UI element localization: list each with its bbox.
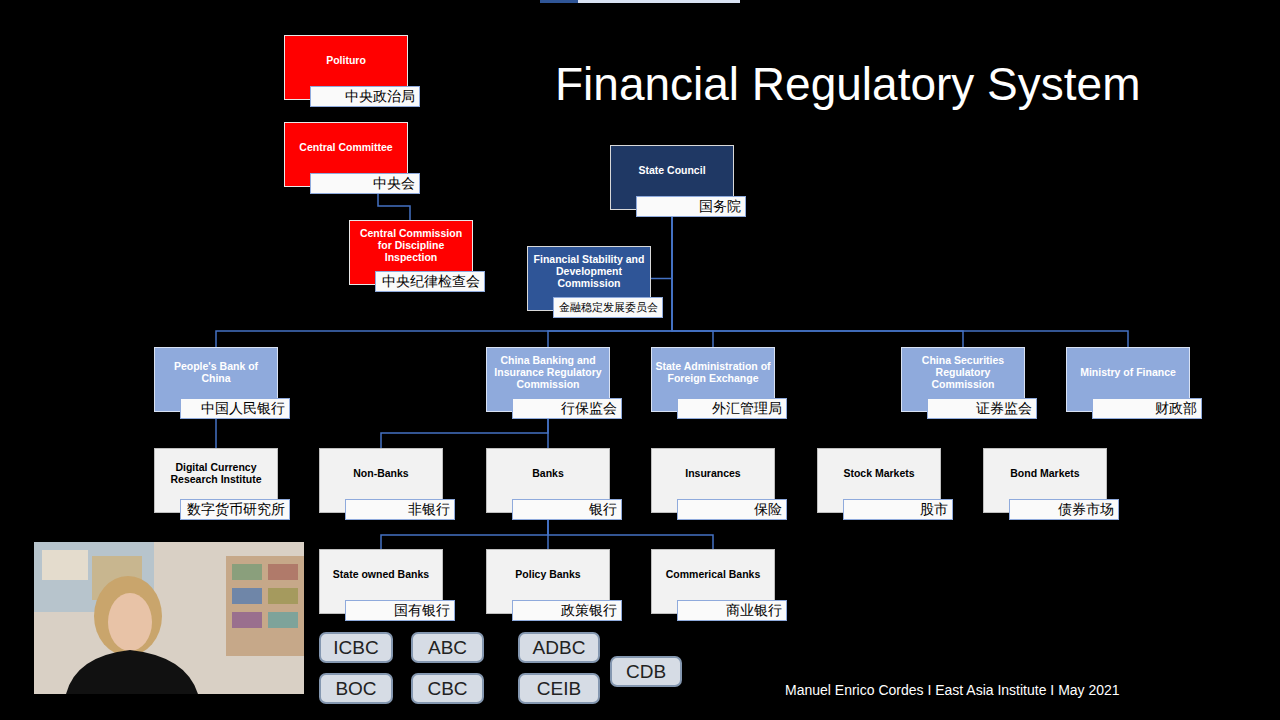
- bank-pill: CDB: [610, 656, 682, 687]
- chinese-name-tab: 国有银行: [345, 600, 455, 621]
- regulator-box: State Administration of Foreign Exchange…: [651, 347, 775, 412]
- box-label: People's Bank of China: [158, 360, 274, 384]
- chinese-name-tab: 国务院: [636, 196, 746, 217]
- box-label: State Administration of Foreign Exchange: [655, 360, 771, 384]
- chinese-name-tab: 中央政治局: [310, 86, 420, 107]
- box-label: Insurances: [685, 467, 740, 479]
- regulator-box: People's Bank of China中国人民银行: [154, 347, 278, 412]
- party-organ-box: Central Committee中央会: [284, 122, 408, 187]
- top-bar: [578, 0, 740, 3]
- bank-abbreviation: BOC: [335, 678, 376, 700]
- bank-pill: CEIB: [518, 673, 600, 704]
- chinese-name-tab: 股市: [843, 499, 953, 520]
- bank-pill: ICBC: [319, 632, 393, 663]
- bank-abbreviation: CEIB: [537, 678, 581, 700]
- sector-box: Digital Currency Research Institute数字货币研…: [154, 448, 278, 513]
- chinese-name-tab: 证券监会: [927, 398, 1037, 419]
- chinese-name-tab: 金融稳定发展委员会: [553, 297, 663, 318]
- chinese-name-tab: 中央会: [310, 173, 420, 194]
- banknote-wall: [226, 556, 304, 656]
- sector-box: Banks银行: [486, 448, 610, 513]
- bank-abbreviation: CDB: [626, 661, 666, 683]
- box-label: Ministry of Finance: [1080, 366, 1176, 378]
- sector-box: State owned Banks国有银行: [319, 549, 443, 614]
- author-caption: Manuel Enrico Cordes I East Asia Institu…: [785, 682, 1120, 699]
- chinese-name-tab: 债券市场: [1009, 499, 1119, 520]
- chinese-name-tab: 中央纪律检查会: [375, 271, 485, 292]
- box-label: State owned Banks: [333, 568, 429, 580]
- banknote: [232, 564, 262, 580]
- box-label: Polituro: [326, 54, 366, 66]
- webcam-background: [34, 542, 304, 694]
- sector-box: Non-Banks非银行: [319, 448, 443, 513]
- box-label: China Securities Regulatory Commission: [905, 354, 1021, 390]
- party-organ-box: Central Commission for Discipline Inspec…: [349, 220, 473, 285]
- box-label: Central Committee: [299, 141, 392, 153]
- party-organ-box: Polituro中央政治局: [284, 35, 408, 100]
- box-label: Central Commission for Discipline Inspec…: [353, 227, 469, 263]
- box-label: Bond Markets: [1010, 467, 1079, 479]
- box-label: Banks: [532, 467, 564, 479]
- chinese-name-tab: 中国人民银行: [180, 398, 290, 419]
- bank-pill: BOC: [319, 673, 393, 704]
- sector-box: Bond Markets债券市场: [983, 448, 1107, 513]
- connector-line: [672, 210, 1128, 347]
- banknote: [268, 588, 298, 604]
- sector-box: Policy Banks政策银行: [486, 549, 610, 614]
- webcam-inset: [34, 542, 304, 694]
- slide-title: Financial Regulatory System: [555, 57, 1140, 111]
- regulator-box: Ministry of Finance财政部: [1066, 347, 1190, 412]
- banknote: [232, 612, 262, 628]
- bank-abbreviation: CBC: [427, 678, 467, 700]
- chinese-name-tab: 银行: [512, 499, 622, 520]
- person-hair: [94, 576, 162, 656]
- chinese-name-tab: 商业银行: [677, 600, 787, 621]
- box-label: Financial Stability and Development Comm…: [531, 253, 647, 289]
- sector-box: Insurances保险: [651, 448, 775, 513]
- top-bar: [540, 0, 578, 3]
- bank-pill: ABC: [411, 632, 484, 663]
- chinese-name-tab: 政策银行: [512, 600, 622, 621]
- wall-map: [42, 550, 88, 580]
- state-council-box: State Council国务院: [610, 145, 734, 210]
- chinese-name-tab: 数字货币研究所: [180, 499, 290, 520]
- box-label: Policy Banks: [515, 568, 580, 580]
- regulator-box: China Banking and Insurance Regulatory C…: [486, 347, 610, 412]
- bank-abbreviation: ABC: [428, 637, 467, 659]
- chinese-name-tab: 外汇管理局: [677, 398, 787, 419]
- connector-group: [216, 187, 1128, 549]
- bank-abbreviation: ADBC: [533, 637, 586, 659]
- person-face: [108, 593, 152, 651]
- box-label: Commerical Banks: [666, 568, 761, 580]
- banknote: [268, 564, 298, 580]
- connector-line: [216, 210, 672, 347]
- connector-line: [672, 210, 963, 347]
- connector-line: [651, 210, 672, 279]
- chinese-name-tab: 行保监会: [512, 398, 622, 419]
- chinese-name-tab: 非银行: [345, 499, 455, 520]
- bank-abbreviation: ICBC: [333, 637, 378, 659]
- box-label: Non-Banks: [353, 467, 408, 479]
- banknote: [232, 588, 262, 604]
- bank-pill: CBC: [411, 673, 484, 704]
- sector-box: Stock Markets股市: [817, 448, 941, 513]
- commission-box: Financial Stability and Development Comm…: [527, 246, 651, 311]
- box-label: Stock Markets: [843, 467, 914, 479]
- sector-box: Commerical Banks商业银行: [651, 549, 775, 614]
- person-shirt: [66, 650, 198, 694]
- connector-line: [672, 210, 713, 347]
- chinese-name-tab: 财政部: [1092, 398, 1202, 419]
- banknote: [268, 612, 298, 628]
- chinese-name-tab: 保险: [677, 499, 787, 520]
- regulator-box: China Securities Regulatory Commission证券…: [901, 347, 1025, 412]
- box-label: State Council: [638, 164, 705, 176]
- box-label: Digital Currency Research Institute: [158, 461, 274, 485]
- bank-pill: ADBC: [518, 632, 600, 663]
- box-label: China Banking and Insurance Regulatory C…: [490, 354, 606, 390]
